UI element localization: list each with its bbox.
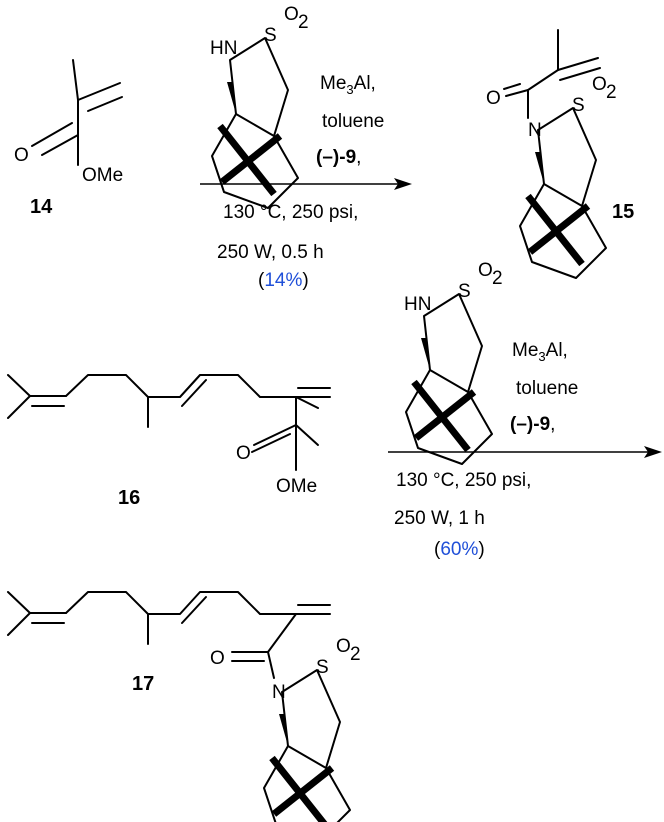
carbonyl-oxygen-label: O xyxy=(236,443,251,464)
sulfonyl-oxygen-label: O xyxy=(336,636,351,657)
compound-16-label: 16 xyxy=(118,487,140,509)
svg-text:Me3Al,: Me3Al, xyxy=(512,340,568,364)
auxiliary-prefix: (–)- xyxy=(510,414,540,435)
sulfonyl-oxygen-label: O xyxy=(478,260,493,281)
sulfonyl-subscript: 2 xyxy=(298,12,309,33)
reagent-9-structure-2: HN S O 2 xyxy=(404,260,503,464)
auxiliary-prefix: (–)- xyxy=(316,147,346,168)
amide-oxygen-label: O xyxy=(486,88,501,109)
yield-value: 60% xyxy=(440,539,478,560)
reaction-1-conditions: Me3Al, toluene (–)-9, 130 °C, 250 psi, 2… xyxy=(217,73,384,291)
nitrogen-label: N xyxy=(272,682,286,703)
sulfonyl-oxygen-label: O xyxy=(592,74,607,95)
yield-value: 14% xyxy=(264,270,302,291)
reagent-al: Al, xyxy=(546,340,568,361)
auxiliary-comma: , xyxy=(356,147,361,168)
auxiliary-comma: , xyxy=(550,414,555,435)
solvent-label: toluene xyxy=(516,378,578,399)
temperature-pressure: 130 °C, 250 psi, xyxy=(396,470,531,491)
amide-oxygen-label: O xyxy=(210,648,225,669)
compound-17-label: 17 xyxy=(132,673,154,695)
svg-text:(60%): (60%) xyxy=(434,539,485,560)
methoxy-label: OMe xyxy=(276,476,317,497)
svg-text:(14%): (14%) xyxy=(258,270,309,291)
compound-17-structure: O N S O 2 xyxy=(7,591,361,822)
compound-15-structure: O N S O 2 xyxy=(486,29,617,278)
svg-text:Me3Al,: Me3Al, xyxy=(320,73,376,97)
sulfur-label: S xyxy=(316,657,329,678)
reagent-subscript: 3 xyxy=(346,82,353,97)
temperature-pressure: 130 °C, 250 psi, xyxy=(223,202,358,223)
compound-15-label: 15 xyxy=(612,201,634,223)
sulfur-label: S xyxy=(572,95,585,116)
power-time: 250 W, 1 h xyxy=(394,508,485,529)
reagent-subscript: 3 xyxy=(538,349,545,364)
sulfur-label: S xyxy=(264,25,277,46)
sulfonyl-subscript: 2 xyxy=(350,644,361,665)
svg-text:(–)-9,: (–)-9, xyxy=(510,414,555,435)
solvent-label: toluene xyxy=(322,111,384,132)
reagent-me: Me xyxy=(512,340,538,361)
reaction-arrow-1 xyxy=(200,178,412,190)
reaction-2-conditions: Me3Al, toluene (–)-9, 130 °C, 250 psi, 2… xyxy=(394,340,578,560)
sulfur-label: S xyxy=(458,281,471,302)
power-time: 250 W, 0.5 h xyxy=(217,242,324,263)
compound-14-label: 14 xyxy=(30,196,53,218)
carbonyl-oxygen-label: O xyxy=(14,145,29,166)
nitrogen-label: N xyxy=(528,120,542,141)
sulfonyl-oxygen-label: O xyxy=(284,4,299,25)
sulfonyl-subscript: 2 xyxy=(492,268,503,289)
reagent-9-structure-1: HN S O 2 xyxy=(210,4,309,208)
sulfonyl-subscript: 2 xyxy=(606,82,617,103)
methoxy-label: OMe xyxy=(82,165,123,186)
compound-14-structure: O OMe xyxy=(14,59,123,186)
compound-16-structure: O OMe xyxy=(7,374,331,497)
reagent-al: Al, xyxy=(354,73,376,94)
nh-label: HN xyxy=(404,294,431,315)
auxiliary-number: 9 xyxy=(346,147,357,168)
reagent-me: Me xyxy=(320,73,346,94)
reaction-arrow-2 xyxy=(388,446,662,458)
auxiliary-number: 9 xyxy=(540,414,551,435)
svg-text:(–)-9,: (–)-9, xyxy=(316,147,361,168)
nh-label: HN xyxy=(210,38,237,59)
